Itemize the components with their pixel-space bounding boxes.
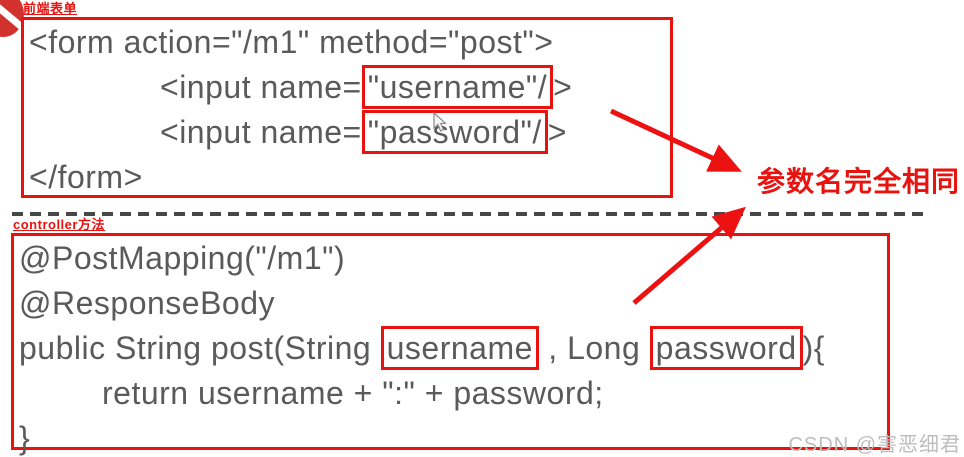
code-segment: </form> <box>29 159 143 195</box>
frontend-form-section-label: 前端表单 <box>23 1 78 16</box>
watermark: CSDN @害恶细君 <box>788 434 961 456</box>
code-segment: ){ <box>802 330 825 366</box>
controller-code-line-4: return username + ":" + password; <box>14 371 887 416</box>
controller-section-label: controller方法 <box>13 217 105 232</box>
password-param-highlight-box: password <box>649 326 803 370</box>
form-code-line-1: <form action="/m1" method="post"> <box>24 20 670 65</box>
code-segment: <input name= <box>160 114 362 150</box>
username-param-highlight-box: username <box>380 326 539 370</box>
code-segment: <form action="/m1" method="post"> <box>29 24 554 60</box>
code-segment: @PostMapping("/m1") <box>19 240 346 276</box>
mouse-cursor-icon <box>433 111 449 134</box>
controller-code-line-3: public String post(String username , Lon… <box>14 326 887 371</box>
username-highlight-box: "username"/ <box>361 65 554 109</box>
annotation-text: 参数名完全相同 <box>757 166 961 197</box>
controller-code-line-1: @PostMapping("/m1") <box>14 236 887 281</box>
form-code-line-3: <input name="password"/> <box>24 110 670 155</box>
code-segment: , Long <box>538 330 650 366</box>
dashed-divider <box>12 212 930 216</box>
controller-code-line-2: @ResponseBody <box>14 281 887 326</box>
code-segment: > <box>553 69 573 105</box>
code-segment: @ResponseBody <box>19 285 276 321</box>
controller-code-line-5: } <box>14 416 887 457</box>
form-code-line-2: <input name="username"/> <box>24 65 670 110</box>
code-segment: > <box>547 114 567 150</box>
controller-code-box: @PostMapping("/m1") @ResponseBody public… <box>11 233 890 456</box>
frontend-form-code-box: <form action="/m1" method="post"> <input… <box>21 17 673 198</box>
code-segment: public String post(String <box>19 330 381 366</box>
form-code-line-4: </form> <box>24 155 670 200</box>
code-segment: <input name= <box>160 69 362 105</box>
code-segment: return username + ":" + password; <box>102 375 604 411</box>
password-highlight-box: "password"/ <box>361 110 548 154</box>
code-segment: } <box>19 420 31 456</box>
